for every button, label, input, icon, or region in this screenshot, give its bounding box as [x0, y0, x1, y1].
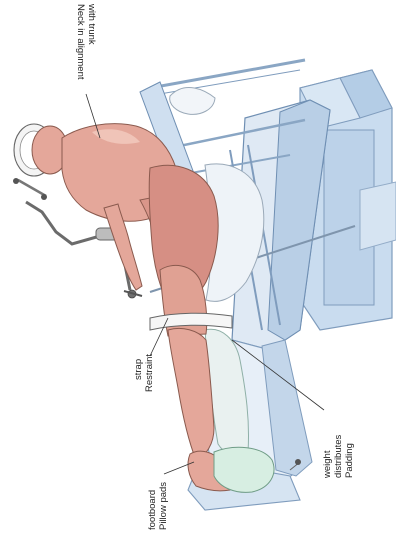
label-padding-line-2: distributes	[333, 434, 344, 478]
label-padding-line-3: weight	[322, 450, 333, 479]
label-pillow-pads: Pillow pads footboard	[147, 482, 169, 530]
label-neck-alignment: Neck in alignment with trunk	[75, 3, 97, 80]
label-restraint-line-1: Restraint	[144, 354, 155, 392]
label-neck-line-2: with trunk	[86, 3, 97, 45]
label-neck-line-1: Neck in alignment	[75, 4, 86, 80]
label-restraint-strap: Restraint strap	[133, 354, 155, 392]
label-restraint-line-2: strap	[133, 359, 144, 380]
patient-figure	[32, 124, 232, 491]
label-pillow-line-2: footboard	[147, 490, 158, 530]
label-padding: Padding distributes weight	[322, 434, 355, 479]
pillow-pad	[214, 447, 274, 492]
label-pillow-line-1: Pillow pads	[158, 482, 169, 530]
label-padding-line-1: Padding	[344, 443, 355, 478]
